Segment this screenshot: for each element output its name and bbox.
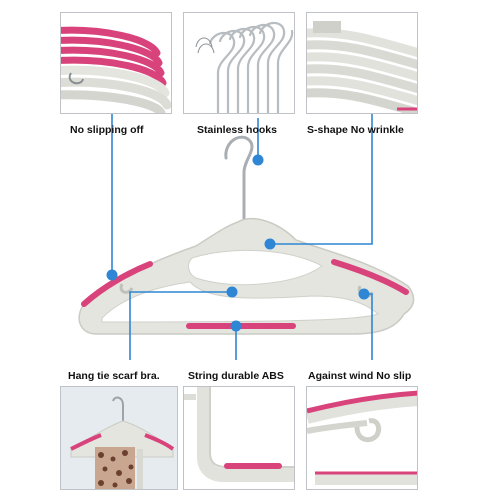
left-notch-hook	[119, 283, 134, 294]
caption-against-wind-no-slip: Against wind No slip	[308, 370, 412, 382]
photo-string-durable-abs	[183, 386, 295, 490]
hanger-cutout-upper	[188, 249, 323, 286]
caption-no-slipping-off: No slipping off	[70, 124, 144, 136]
pink-shoulder-pad-left	[81, 261, 153, 307]
photo-s-shape-no-wrinkle	[306, 12, 418, 114]
photo-hang-tie-scarf	[60, 386, 178, 490]
caption-s-shape-no-wrinkle: S-shape No wrinkle	[307, 124, 404, 136]
caption-stainless-hooks: Stainless hooks	[197, 124, 277, 136]
photo-stainless-hooks	[183, 12, 295, 114]
photo-against-wind-no-slip	[306, 386, 418, 490]
pink-shoulder-pad-right	[331, 259, 409, 295]
photo-no-slipping-off	[60, 12, 172, 114]
caption-string-durable-abs: String durable ABS	[188, 370, 284, 382]
hanger-hook	[224, 135, 254, 224]
callout-dots	[106, 154, 370, 332]
caption-hang-tie-scarf: Hang tie scarf bra.	[68, 370, 160, 382]
